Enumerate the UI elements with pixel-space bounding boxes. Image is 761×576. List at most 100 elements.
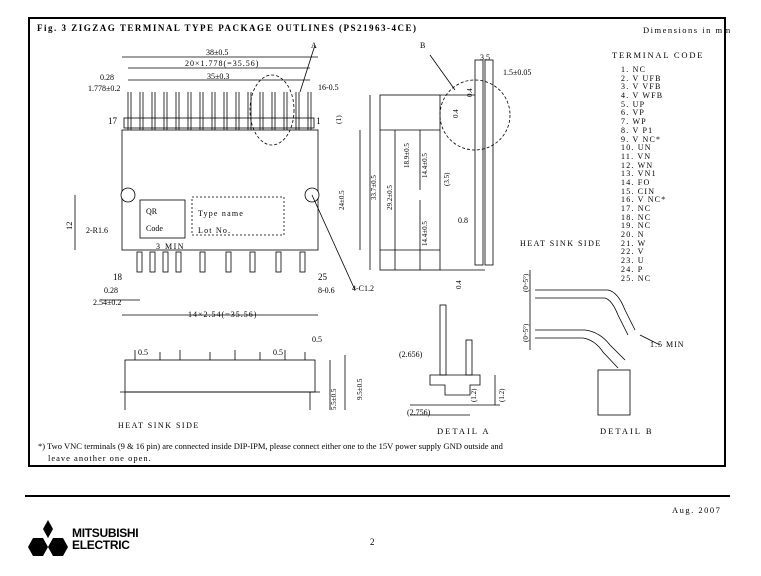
figure-title: Fig. 3 ZIGZAG TERMINAL TYPE PACKAGE OUTL…: [37, 23, 418, 33]
pin-25-label: 25: [318, 272, 327, 282]
dim-35: 3.5: [480, 53, 490, 62]
dim-inner-width: 35±0.3: [207, 72, 230, 81]
dim-8-06: 8-0.6: [318, 286, 335, 295]
pin-1-label: 1: [316, 116, 321, 126]
detail-a-dim-2756: (2.756): [407, 408, 431, 417]
dim-top-width: 38±0.5: [206, 48, 229, 57]
footnote-line-2: leave another one open.: [48, 453, 152, 463]
terminal-item: 9. V NC*: [621, 134, 662, 144]
terminal-item: 14. FO: [621, 177, 651, 187]
dim-337: 33.7±0.5: [370, 175, 378, 200]
terminal-item: 2. V UFB: [621, 73, 662, 83]
logo-line-1: MITSUBISHI: [72, 526, 139, 540]
dim-15-005: 1.5±0.05: [503, 68, 532, 77]
chamfer-label: 4-C1.2: [352, 284, 374, 293]
bottom-side-view: [120, 350, 346, 410]
radius-label: 2-R1.6: [86, 226, 108, 235]
dim-04c: 0.4: [455, 280, 463, 289]
view-a-marker: A: [311, 41, 317, 50]
detail-b-caption: DETAIL B: [600, 426, 654, 436]
dim-16: 16-0.5: [318, 83, 339, 92]
dim-pitch-top: 20×1.778(=35.56): [185, 59, 260, 68]
figure-frame: [28, 17, 726, 467]
heat-sink-side-label-2: HEAT SINK SIDE: [118, 421, 200, 430]
dim-pitch-bottom: 14×2.54(=35.56): [188, 310, 258, 319]
terminal-item: 4. V WFB: [621, 91, 664, 101]
logo-line-2: ELECTRIC: [72, 538, 130, 552]
side-dim-05c: 0.5: [312, 335, 322, 344]
detail-a-dim-12b: (1.2): [498, 388, 506, 402]
detail-b-angle-b: (0~5°): [522, 323, 530, 342]
terminal-code-header: TERMINAL CODE: [612, 50, 705, 60]
dim-028-bottom: 0.28: [104, 286, 118, 295]
terminal-item: 13. VN1: [621, 169, 657, 179]
terminal-item: 25. NC: [621, 273, 652, 283]
dim-028-top: 0.28: [100, 73, 114, 82]
dim-1778: 1.778±0.2: [88, 84, 121, 93]
dim-144a: 14.4±0.5: [421, 153, 429, 178]
dim-1-paren: (1): [334, 115, 343, 124]
dim-254: 2.54±0.2: [93, 298, 122, 307]
view-b-marker: B: [420, 41, 426, 50]
terminal-item: 15. CIN: [621, 186, 656, 196]
dim-292: 29.2±0.5: [386, 185, 394, 210]
detail-a-dim-12a: (1.2): [470, 388, 478, 402]
terminal-item: 3. V VFB: [621, 82, 662, 92]
detail-b-angle-a: (0~5°): [522, 273, 530, 292]
dim-24: 24±0.5: [338, 190, 346, 210]
document-date: Aug. 2007: [672, 505, 722, 515]
company-logo-text: MITSUBISHI ELECTRIC: [72, 526, 139, 552]
three-diamonds-logo-icon: [28, 520, 68, 556]
terminal-item: 10. UN: [621, 143, 652, 153]
terminal-item: 5. UP: [621, 99, 646, 109]
code-label: Code: [146, 224, 163, 233]
pin-17-label: 17: [108, 116, 117, 126]
terminal-item: 7. WP: [621, 117, 647, 127]
terminal-item: 24. P: [621, 264, 644, 274]
detail-a-caption: DETAIL A: [437, 426, 491, 436]
detail-a-dim-2656: (2.656): [399, 350, 423, 359]
units-note: Dimensions in mm: [643, 25, 732, 35]
terminal-item: 16. V NC*: [621, 195, 667, 205]
terminal-item: 21. W: [621, 238, 647, 248]
terminal-item: 11. VN: [621, 151, 652, 161]
terminal-item: 19. NC: [621, 221, 652, 231]
terminal-code-list: 1. NC 2. V UFB 3. V VFB 4. V WFB 5. UP 6…: [621, 65, 667, 283]
dim-3-min: 3 MIN: [156, 242, 186, 251]
terminal-item: 20. N: [621, 230, 645, 240]
terminal-item: 23. U: [621, 256, 645, 266]
side-dim-55: 5.5±0.5: [330, 388, 338, 410]
side-dim-95: 9.5±0.5: [356, 378, 364, 400]
dim-08: 0.8: [458, 216, 468, 225]
terminal-item: 18. NC: [621, 212, 652, 222]
terminal-item: 8. V P1: [621, 125, 654, 135]
side-dim-05b: 0.5: [273, 348, 283, 357]
page-number: 2: [370, 537, 375, 547]
top-view-outline: [74, 44, 361, 316]
detail-b-drawing: [529, 270, 661, 416]
type-name-label: Type name: [198, 209, 245, 218]
footer-rule: [25, 495, 730, 497]
side-view-outline: [369, 54, 511, 271]
bottom-pins: [136, 251, 306, 273]
detail-b-min: 1.5 MIN: [650, 340, 685, 349]
terminal-item: 6. VP: [621, 108, 646, 118]
dim-12: 12: [64, 221, 74, 231]
terminal-item: 12. WN: [621, 160, 654, 170]
footnote: *) Two VNC terminals (9 & 16 pin) are co…: [38, 440, 618, 464]
dim-189: 18.9±0.5: [403, 143, 411, 168]
dim-144b: 14.4±0.5: [421, 221, 429, 246]
terminal-item: 1. NC: [621, 65, 647, 74]
terminal-item: 17. NC: [621, 204, 652, 213]
terminal-item: 22. V: [621, 247, 645, 257]
detail-a-drawing: [410, 304, 500, 416]
heat-sink-side-label-1: HEAT SINK SIDE: [520, 239, 602, 248]
dim-04b: 0.4: [452, 109, 460, 118]
qr-label: QR: [146, 207, 158, 216]
dim-04: 0.4: [466, 88, 474, 97]
side-dim-05a: 0.5: [138, 348, 148, 357]
lot-no-label: Lot No.: [198, 226, 232, 235]
dim-35b: (3.5): [443, 172, 451, 186]
pin-18-label: 18: [113, 272, 122, 282]
